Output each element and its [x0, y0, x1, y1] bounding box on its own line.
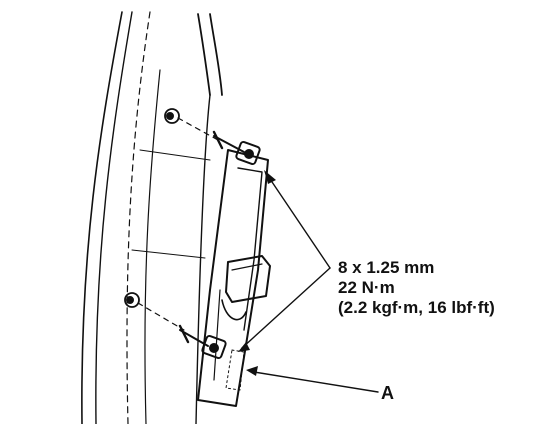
- spec-arrowheads: [238, 170, 276, 352]
- alignment-lines: [137, 117, 219, 331]
- part-a-label: A: [381, 383, 394, 403]
- upper-bolt: [212, 130, 261, 166]
- part-a-arrowhead: [246, 366, 258, 376]
- part-a-leader: [253, 371, 379, 393]
- fastener-spec-callout: 8 x 1.25 mm 22 N·m (2.2 kgf·m, 16 lbf·ft…: [338, 258, 495, 318]
- spec-leaders: [241, 175, 331, 349]
- mounting-holes: [124, 108, 180, 308]
- lower-bolt: [178, 324, 227, 360]
- bracket-plate: [197, 149, 269, 407]
- torque-alt-text: (2.2 kgf·m, 16 lbf·ft): [338, 298, 495, 317]
- door-frame: [81, 11, 223, 424]
- torque-nm-text: 22 N·m: [338, 278, 395, 297]
- bolt-size-text: 8 x 1.25 mm: [338, 258, 435, 277]
- connector: [221, 255, 271, 321]
